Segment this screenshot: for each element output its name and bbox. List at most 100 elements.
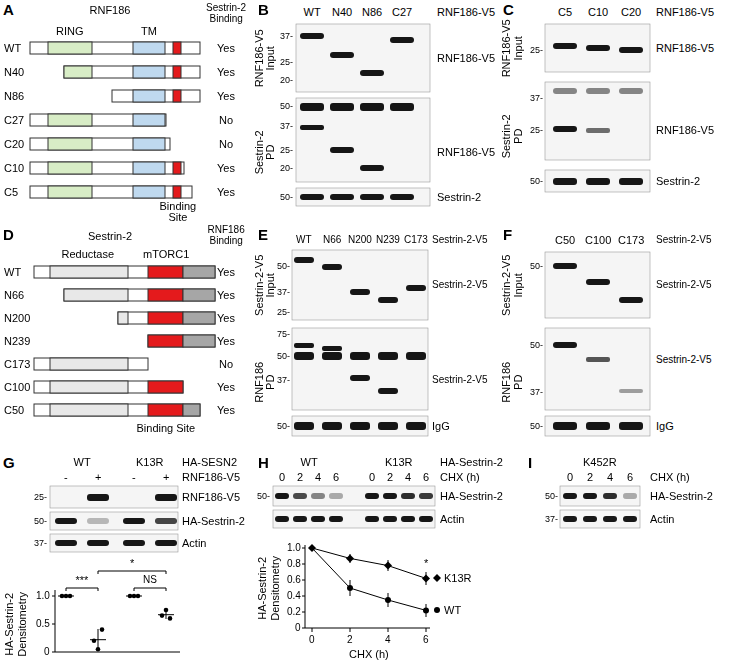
label: 4	[315, 471, 321, 484]
blot-band	[55, 33, 643, 546]
small-label: 0.5	[36, 618, 50, 630]
label: mTORC1	[143, 248, 189, 261]
label: WT	[4, 42, 21, 55]
rnf186-construct-bars	[30, 42, 200, 198]
rnf186-construct-bars	[64, 66, 92, 78]
small-label: 0.6	[287, 574, 301, 586]
blot-band	[378, 422, 398, 430]
size-marker: 50-	[257, 491, 270, 501]
blot-membrane	[545, 328, 650, 410]
label: Reductase	[62, 248, 115, 261]
label: Yes	[217, 186, 235, 199]
sestrin2-construct-bars	[64, 289, 128, 301]
blot-band	[553, 422, 577, 430]
rnf186-construct-bars	[48, 138, 92, 150]
densitometry-scatter	[98, 571, 166, 574]
label: No	[219, 358, 233, 371]
panel-letter: B	[258, 1, 269, 18]
blot-band	[330, 52, 354, 58]
label: TM	[141, 25, 157, 38]
small-label: 1.0	[287, 542, 301, 554]
blot-band	[322, 264, 342, 270]
blot-band	[294, 352, 314, 360]
label: N239	[4, 335, 30, 348]
axis-label: Densitometry	[269, 555, 282, 620]
label: RING	[56, 25, 84, 38]
label: HA-Sestrin-2	[182, 515, 245, 528]
label: K13R	[136, 456, 164, 469]
densitometry-scatter	[55, 652, 180, 653]
series-marker	[385, 597, 391, 603]
blot-band	[155, 518, 177, 524]
sestrin2-construct-bars	[183, 335, 215, 347]
blot-membrane	[545, 416, 650, 436]
blot-band	[553, 126, 577, 132]
label: WT	[4, 266, 21, 279]
blot-band	[322, 352, 342, 360]
blot-band	[401, 516, 415, 522]
axis-label: Input	[512, 273, 525, 297]
rnf186-construct-bars	[30, 114, 166, 126]
label: Binding Site	[137, 422, 196, 435]
label: RNF186-V5	[437, 146, 495, 159]
sestrin2-construct-bars	[148, 289, 183, 301]
rnf186-construct-bars	[133, 138, 165, 150]
label: 0	[279, 471, 285, 484]
label: Yes	[217, 381, 235, 394]
decay-line-chart	[305, 545, 306, 628]
blot-band	[322, 346, 342, 351]
blot-band	[330, 194, 354, 200]
small-label: N66	[323, 234, 341, 246]
axis-label: Input	[264, 273, 277, 297]
label: CHX (h)	[650, 471, 690, 484]
blot-band	[311, 516, 325, 522]
blot-band	[553, 43, 577, 49]
label: N40	[4, 66, 24, 79]
decay-line-chart	[302, 545, 430, 632]
label: WT	[301, 456, 318, 469]
label: 2	[387, 471, 393, 484]
blot-band	[623, 493, 637, 499]
sestrin2-construct-bars	[34, 358, 148, 370]
axis-label: RNF186-V5	[500, 19, 513, 77]
sestrin2-construct-bars	[183, 289, 215, 301]
sestrin2-construct-bars	[50, 358, 128, 370]
label: Yes	[217, 266, 235, 279]
small-label: N200	[348, 234, 372, 246]
blot-band	[87, 518, 109, 524]
label: Site	[169, 211, 188, 224]
axis-label: PD	[264, 374, 277, 389]
label: +	[163, 471, 169, 484]
size-marker: 50-	[277, 421, 290, 431]
data-point	[96, 647, 101, 652]
small-label: 1.0	[36, 590, 50, 602]
sestrin2-construct-bars	[183, 404, 200, 416]
axis-label: RNF186-V5	[253, 29, 266, 87]
blot-band	[406, 352, 426, 360]
axis-label: HA-Sestrin-2	[3, 592, 16, 655]
label: Yes	[217, 335, 235, 348]
blot-band	[360, 103, 384, 111]
blot-band	[586, 357, 610, 362]
label: Sestrin-2	[437, 191, 481, 204]
decay-line-chart	[302, 628, 305, 629]
small-label: 4	[385, 634, 391, 646]
label: Yes	[217, 90, 235, 103]
panel-letter: G	[3, 454, 15, 471]
panel-letter: E	[258, 226, 268, 243]
small-label: 0.4	[287, 590, 301, 602]
size-marker: 50-	[277, 261, 290, 271]
small-label: Sestrin-2-V5	[432, 374, 488, 386]
decay-line-chart	[302, 564, 305, 565]
blot-membrane	[273, 510, 435, 528]
blot-band	[383, 493, 397, 499]
blot-band	[360, 165, 384, 171]
rnf186-construct-bars	[30, 186, 192, 198]
label: Actin	[650, 513, 674, 526]
label: C5	[4, 186, 18, 199]
sestrin2-construct-bars	[118, 312, 128, 324]
blot-band	[275, 493, 289, 499]
sestrin2-construct-bars	[148, 381, 183, 393]
series-marker	[423, 607, 429, 613]
label: 6	[333, 471, 339, 484]
